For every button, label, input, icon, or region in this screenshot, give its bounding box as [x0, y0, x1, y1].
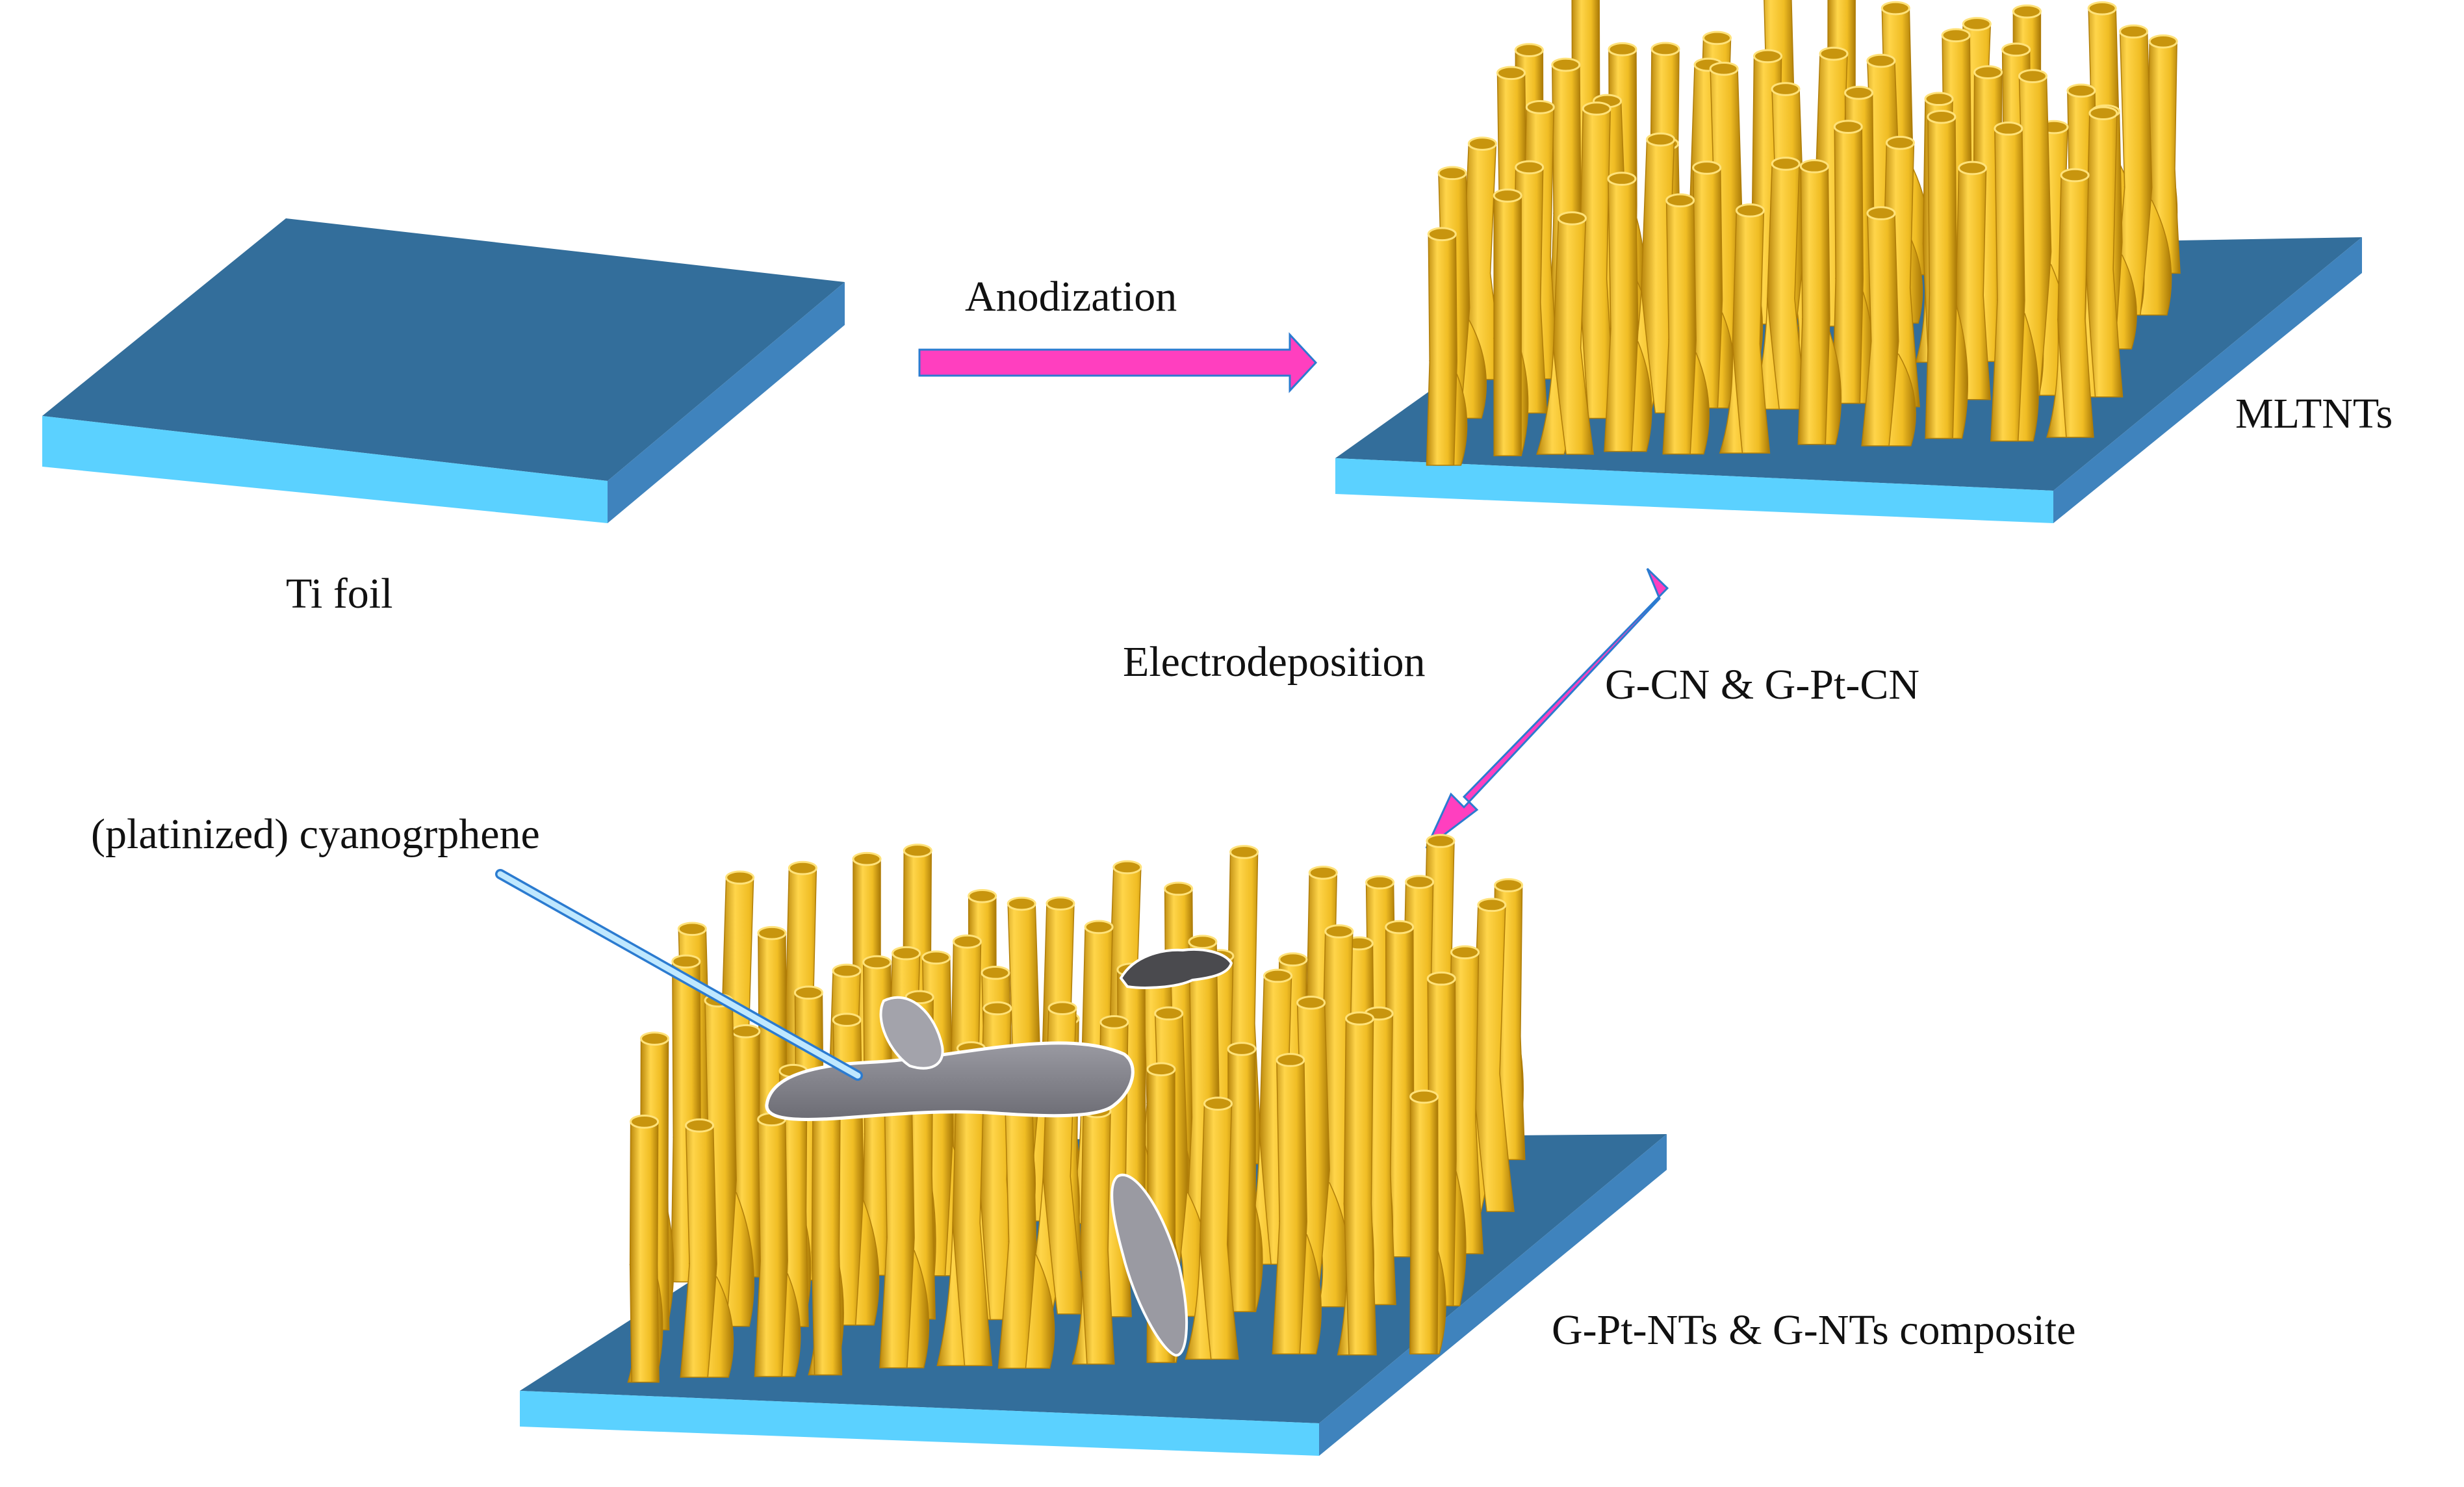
nanotube: [1990, 122, 2039, 442]
mltnts-label: MLTNTs: [2235, 390, 2393, 437]
nanotube: [936, 1041, 993, 1366]
composite-label: G-Pt-NTs & G-NTs composite: [1552, 1306, 2076, 1354]
nanotube: [1493, 188, 1529, 457]
nanotube: [808, 1095, 844, 1376]
nanotube: [2046, 168, 2094, 438]
electrodeposition-label: Electrodeposition: [1123, 638, 1426, 686]
nanotube: [879, 1071, 930, 1369]
nanotube: [1185, 1096, 1239, 1360]
nanotube: [680, 1118, 734, 1378]
anodization-arrow: [918, 332, 1318, 393]
ti-foil-label: Ti foil: [286, 570, 392, 617]
ti-foil-top-face: [42, 218, 845, 481]
cyanographene-sheet-vertical: [1110, 1174, 1188, 1357]
nanotube: [1227, 1042, 1263, 1312]
nanotube: [1662, 193, 1710, 455]
nanotube: [1072, 1104, 1115, 1365]
nanotube: [1272, 1053, 1322, 1355]
nanotube: [2112, 24, 2172, 316]
nanotube: [1797, 159, 1842, 445]
nanotube: [1751, 157, 1808, 410]
nanotube: [1925, 109, 1968, 439]
ti-foil-side-face: [608, 282, 845, 523]
nanotube: [1689, 161, 1734, 409]
cyanographene-sheet-large: [765, 1041, 1135, 1121]
gcn-gptcn-label: G-CN & G-Pt-CN: [1605, 661, 1919, 708]
ti-foil-front-face: [42, 416, 608, 523]
nanotube: [1861, 206, 1916, 446]
nanotube: [1337, 1011, 1377, 1356]
nanotube: [1536, 211, 1595, 455]
platinized-sheet-dark: [1119, 948, 1233, 989]
nanotube: [1719, 203, 1771, 454]
electrodeposition-arrow: [1425, 567, 1669, 849]
anodization-label: Anodization: [965, 273, 1177, 320]
nanotube: [754, 1112, 801, 1377]
cyanographene-sheet-upright: [879, 996, 944, 1070]
cyanographene-sheets: [765, 948, 1233, 1357]
nanotube: [1409, 1089, 1446, 1355]
ti-foil-slab: [42, 218, 845, 523]
mltnts-nanotube-array: [1426, 0, 2181, 466]
nanotube: [1426, 227, 1468, 466]
nanotube: [627, 1115, 663, 1383]
cyanographene-pointer: [495, 869, 863, 1081]
nanotube: [1604, 172, 1652, 452]
cyanographene-label: (platinized) cyanogrphene: [91, 810, 540, 858]
